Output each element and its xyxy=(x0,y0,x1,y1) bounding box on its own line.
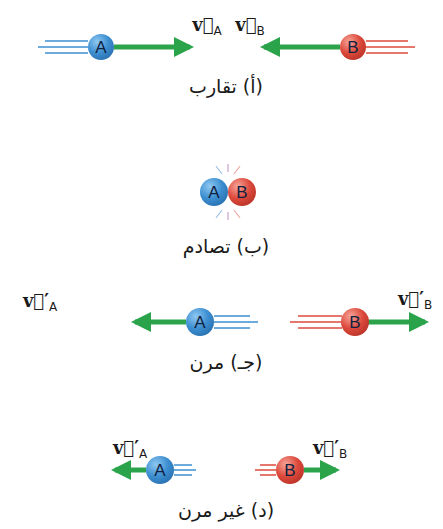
ball: A xyxy=(200,178,228,206)
panel-caption: (ب) تصادم xyxy=(183,235,270,257)
motion-lines xyxy=(214,316,258,328)
ball-letter: A xyxy=(208,184,219,201)
ball-letter: A xyxy=(95,39,106,56)
ball-letter: B xyxy=(236,184,247,201)
vector-label: v⃗′A xyxy=(23,290,57,315)
motion-lines xyxy=(174,465,196,475)
vector-label: v⃗A xyxy=(192,14,221,39)
velocity-arrow xyxy=(304,468,336,473)
panel-caption: (جـ) مرن xyxy=(190,351,263,373)
ball-letter: A xyxy=(154,462,165,479)
motion-lines xyxy=(38,41,88,53)
vector-label: v⃗′B xyxy=(313,437,347,462)
motion-lines xyxy=(255,465,276,475)
velocity-arrow xyxy=(264,45,340,50)
ball-letter: B xyxy=(284,462,295,479)
motion-lines xyxy=(366,41,415,53)
velocity-arrow xyxy=(114,45,190,50)
velocity-arrow xyxy=(368,320,425,325)
panel-caption: (أ) تقارب xyxy=(189,75,263,97)
vector-label: v⃗B xyxy=(235,14,265,39)
ball: A xyxy=(88,34,114,60)
ball: B xyxy=(228,178,256,206)
ball: A xyxy=(186,308,214,336)
ball: B xyxy=(341,308,369,336)
vector-label: v⃗′B xyxy=(398,288,432,313)
ball-letter: B xyxy=(349,314,360,331)
velocity-arrow xyxy=(115,468,146,473)
vector-label: v⃗′A xyxy=(113,437,147,462)
motion-lines xyxy=(290,316,342,328)
panel-caption: (د) غير مرن xyxy=(178,499,274,521)
velocity-arrow xyxy=(135,320,186,325)
ball-letter: A xyxy=(194,314,205,331)
ball: B xyxy=(340,34,366,60)
ball: B xyxy=(276,456,304,484)
ball: A xyxy=(146,456,174,484)
ball-letter: B xyxy=(347,39,358,56)
